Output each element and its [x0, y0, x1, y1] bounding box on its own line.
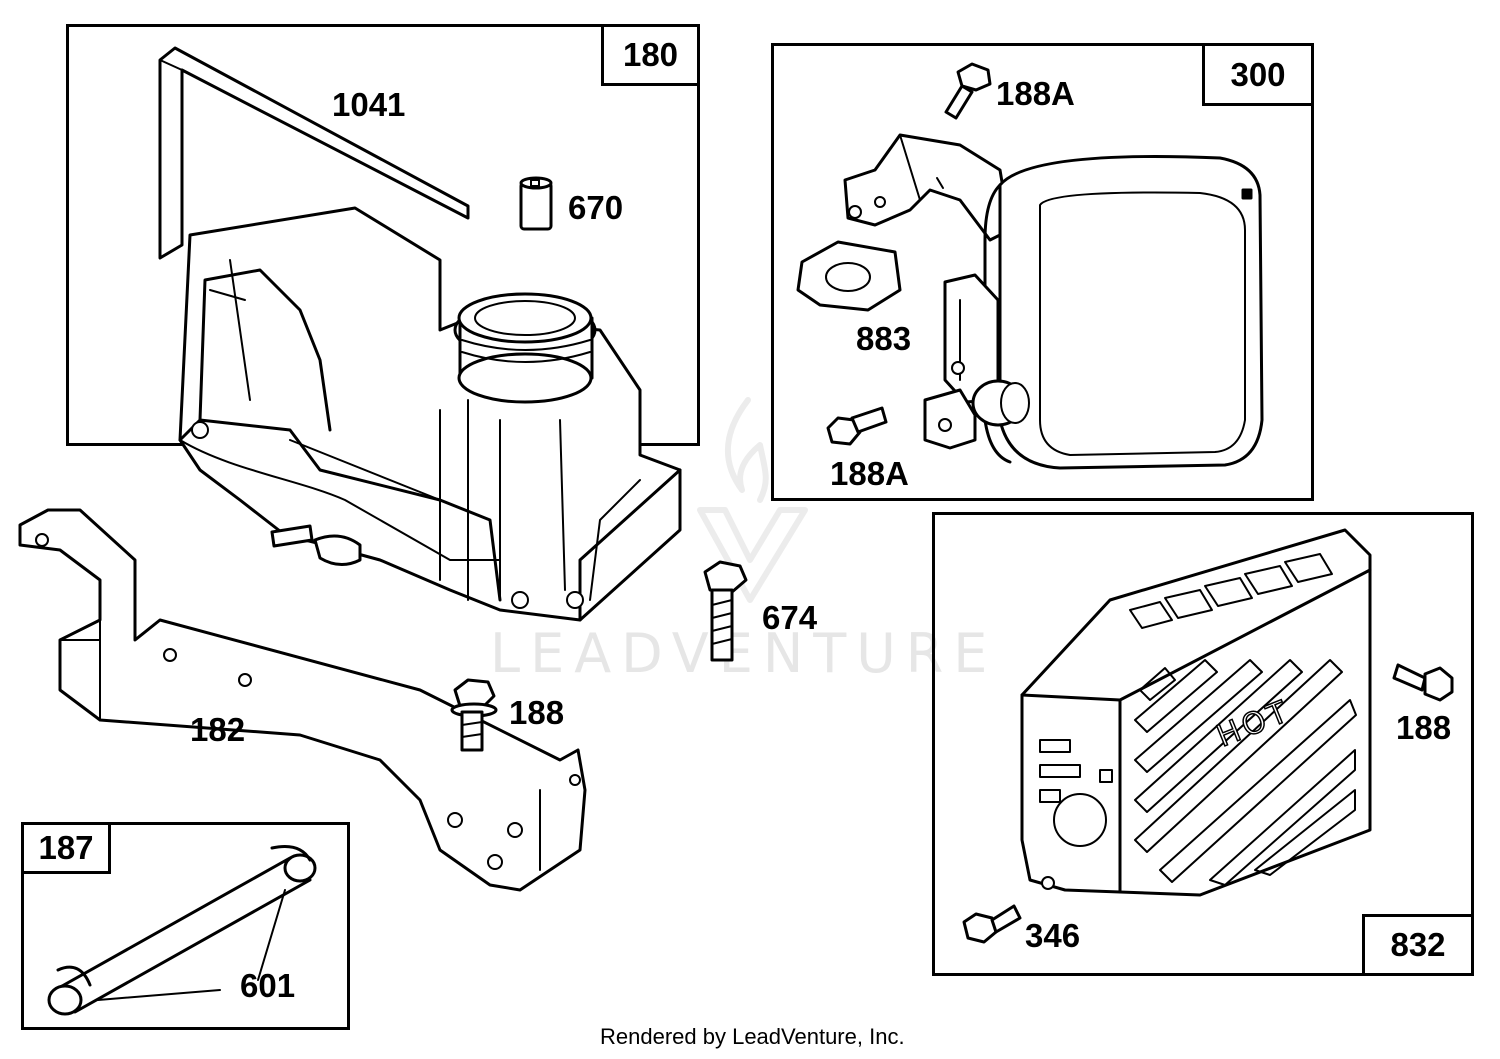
part-label-601: 601	[240, 967, 296, 1004]
heat-shield-832	[962, 528, 1454, 944]
part-label-188-center: 188	[509, 694, 565, 731]
muffler-300	[796, 62, 1264, 470]
bracket-182	[18, 508, 587, 892]
watermark-logo	[697, 397, 808, 603]
box-180-label: 180	[622, 36, 679, 73]
watermark: LEADVENTURE	[490, 622, 998, 685]
box-187-label: 187	[38, 829, 94, 866]
fuel-line-187	[47, 845, 317, 1016]
part-label-188-right: 188	[1396, 709, 1452, 746]
part-label-883: 883	[856, 320, 912, 357]
spacer-670	[519, 176, 553, 231]
part-label-182: 182	[190, 711, 246, 748]
box-187-tag: 187	[21, 822, 111, 874]
part-label-674: 674	[762, 599, 818, 636]
frame-300	[771, 43, 1314, 501]
part-label-670: 670	[568, 189, 624, 226]
fuel-tank	[178, 206, 682, 622]
box-300-label: 300	[1230, 55, 1286, 93]
part-label-188a-top: 188A	[996, 75, 1075, 112]
frame-832	[932, 512, 1474, 976]
bolt-188-center	[450, 678, 498, 752]
box-832-tag: 832	[1362, 914, 1474, 976]
bolt-674	[703, 560, 748, 662]
part-label-346: 346	[1025, 917, 1081, 954]
footer-credit: Rendered by LeadVenture, Inc.	[600, 1024, 905, 1049]
box-300-tag: 300	[1202, 43, 1314, 106]
box-180-tag: 180	[601, 24, 700, 86]
part-label-188a-bottom: 188A	[830, 455, 909, 492]
frame-187	[21, 822, 350, 1030]
box-832-label: 832	[1390, 926, 1446, 963]
part-label-1041: 1041	[332, 86, 406, 123]
bracket-1041	[158, 46, 470, 260]
